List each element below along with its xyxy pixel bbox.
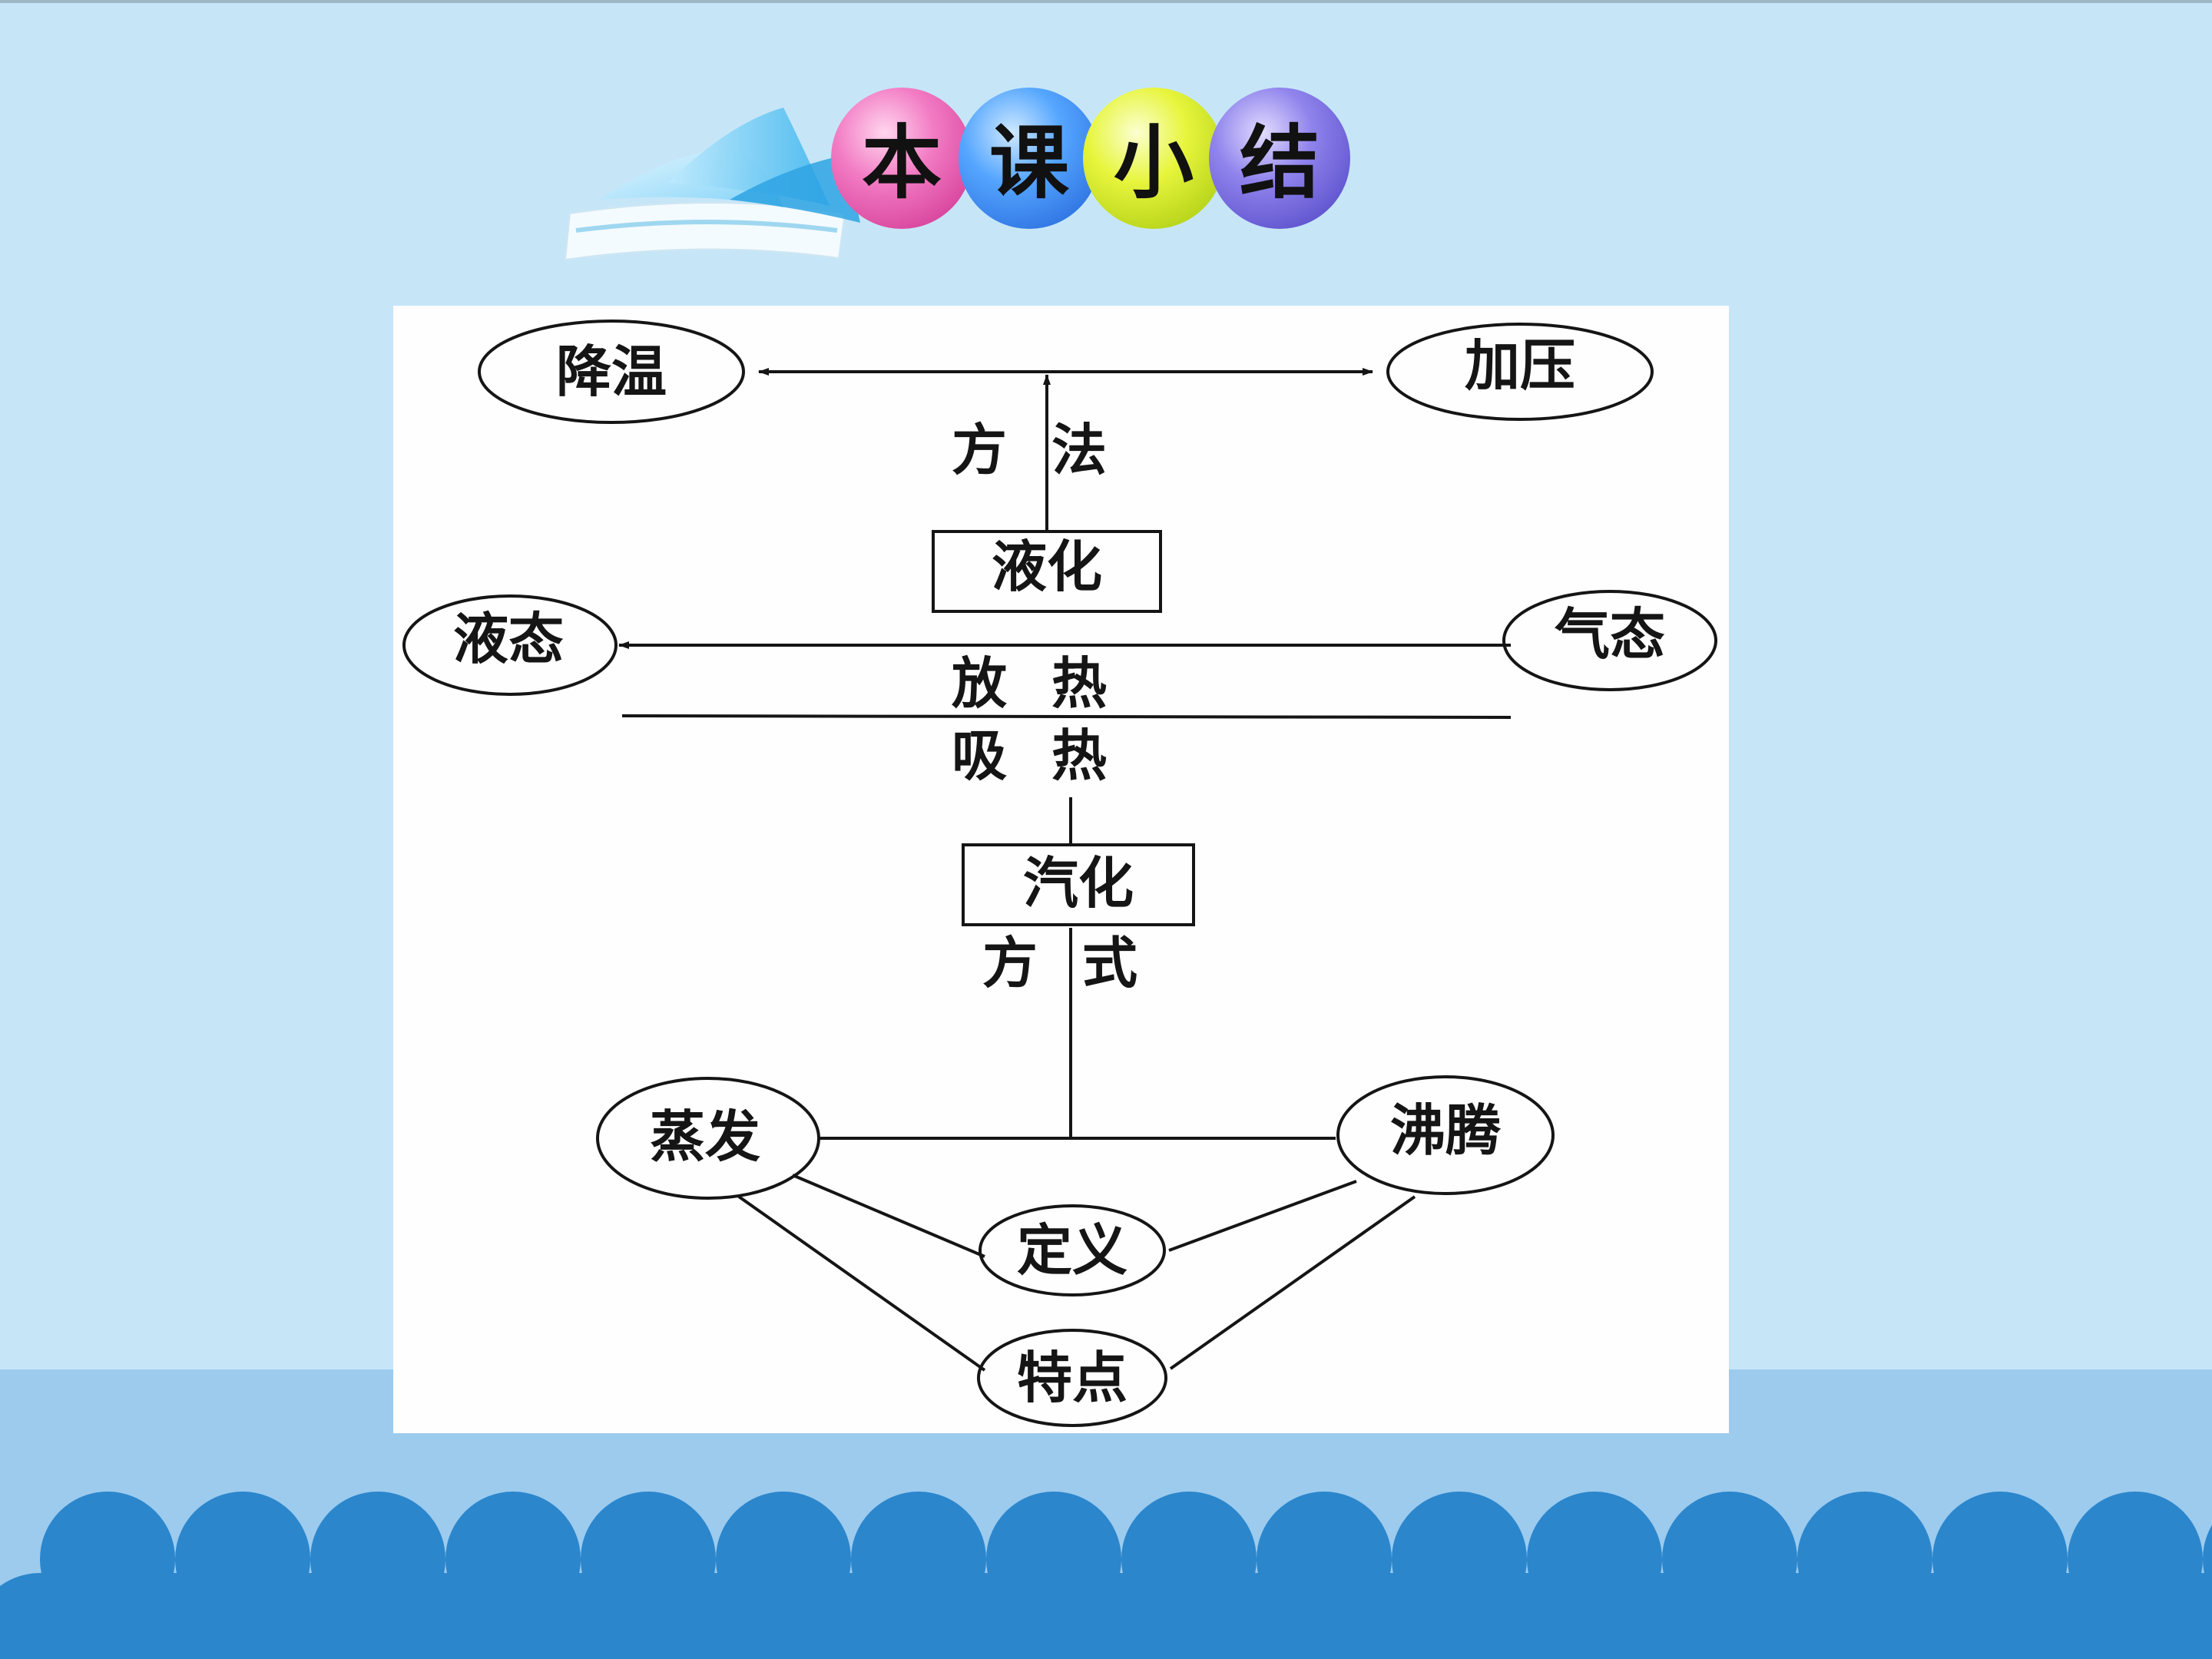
concept-map: 降温 加压 方法 液化 液态 气态 放热 吸热 汽化 方式 蒸发 沸腾 定义 特… xyxy=(393,306,1729,1433)
release-heat-label: 放热 xyxy=(951,651,1152,716)
node-pressurize: 加压 xyxy=(1464,333,1576,398)
node-evaporation-ellipse xyxy=(596,1077,820,1200)
node-features: 特点 xyxy=(1016,1345,1128,1410)
node-features-ellipse xyxy=(977,1329,1167,1427)
vaporization-label: 汽化 xyxy=(1022,850,1134,916)
absorb-heat-arrow xyxy=(621,714,1512,719)
node-liquid-ellipse xyxy=(402,594,618,696)
methods-label: 方法 xyxy=(951,417,1152,482)
node-evaporation: 蒸发 xyxy=(649,1104,761,1169)
node-gas-ellipse xyxy=(1502,590,1717,691)
liquefaction-box xyxy=(932,530,1162,613)
title-char-4: 结 xyxy=(1209,88,1350,229)
vaporization-box xyxy=(962,843,1195,926)
node-cool: 降温 xyxy=(555,339,667,404)
absorb-heat-label: 吸热 xyxy=(951,723,1152,788)
node-definition: 定义 xyxy=(1016,1217,1128,1283)
title-banner: 本 课 小 结 xyxy=(553,77,1382,276)
title-char-1: 本 xyxy=(831,88,972,229)
open-book-icon xyxy=(564,108,860,261)
title-char-3: 小 xyxy=(1083,88,1224,229)
title-char-2: 课 xyxy=(959,88,1100,229)
node-cool-ellipse xyxy=(478,320,745,424)
node-boiling: 沸腾 xyxy=(1389,1098,1502,1163)
node-gas: 气态 xyxy=(1554,601,1666,667)
node-boiling-ellipse xyxy=(1336,1075,1555,1195)
wave-decoration xyxy=(0,1492,2212,1659)
node-definition-ellipse xyxy=(979,1204,1166,1296)
top-edge-line xyxy=(0,0,2212,3)
concept-map-lines xyxy=(402,320,1717,1427)
node-liquid: 液态 xyxy=(452,606,565,671)
node-pressurize-ellipse xyxy=(1386,323,1654,421)
ways-label: 方式 xyxy=(982,930,1183,995)
wave-base xyxy=(0,1613,2212,1659)
liquefaction-label: 液化 xyxy=(991,534,1103,599)
